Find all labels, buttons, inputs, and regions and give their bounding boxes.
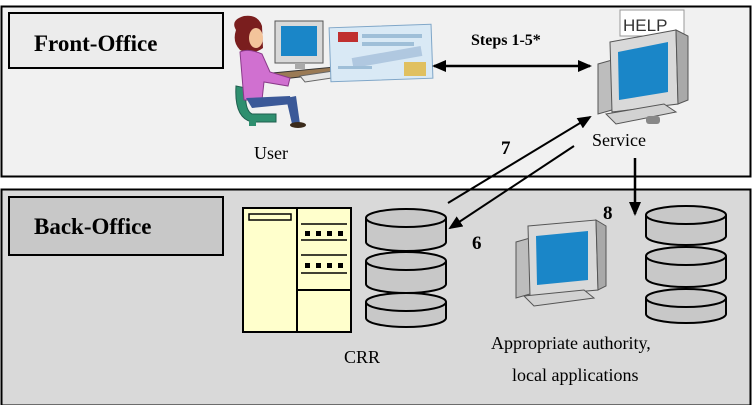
authority-computer-icon xyxy=(515,219,607,307)
user-label: User xyxy=(254,143,288,163)
arrow-7 xyxy=(447,115,592,204)
back-office-title-box xyxy=(8,196,224,256)
id-card-icon xyxy=(328,23,434,83)
database-icon xyxy=(365,208,447,328)
help-sign-text: HELP xyxy=(623,16,667,35)
authority-database-icon xyxy=(645,205,727,324)
back-office-title: Back-Office xyxy=(34,214,152,239)
front-office-title: Front-Office xyxy=(34,31,157,56)
authority-label-line1: Appropriate authority, xyxy=(491,333,651,353)
filing-cabinet-icon xyxy=(242,207,352,333)
step-7-label: 7 xyxy=(501,138,511,159)
computer-icon: HELP xyxy=(597,9,689,125)
crr-label: CRR xyxy=(344,347,380,367)
steps-label: Steps 1-5* xyxy=(471,32,541,49)
authority-label-line2: local applications xyxy=(512,365,638,385)
step-6-label: 6 xyxy=(472,233,482,254)
arrow-6 xyxy=(448,145,575,230)
service-label: Service xyxy=(592,130,646,150)
step-8-label: 8 xyxy=(603,203,613,224)
user-at-computer-icon xyxy=(234,15,346,128)
front-office-title-box xyxy=(8,12,224,69)
